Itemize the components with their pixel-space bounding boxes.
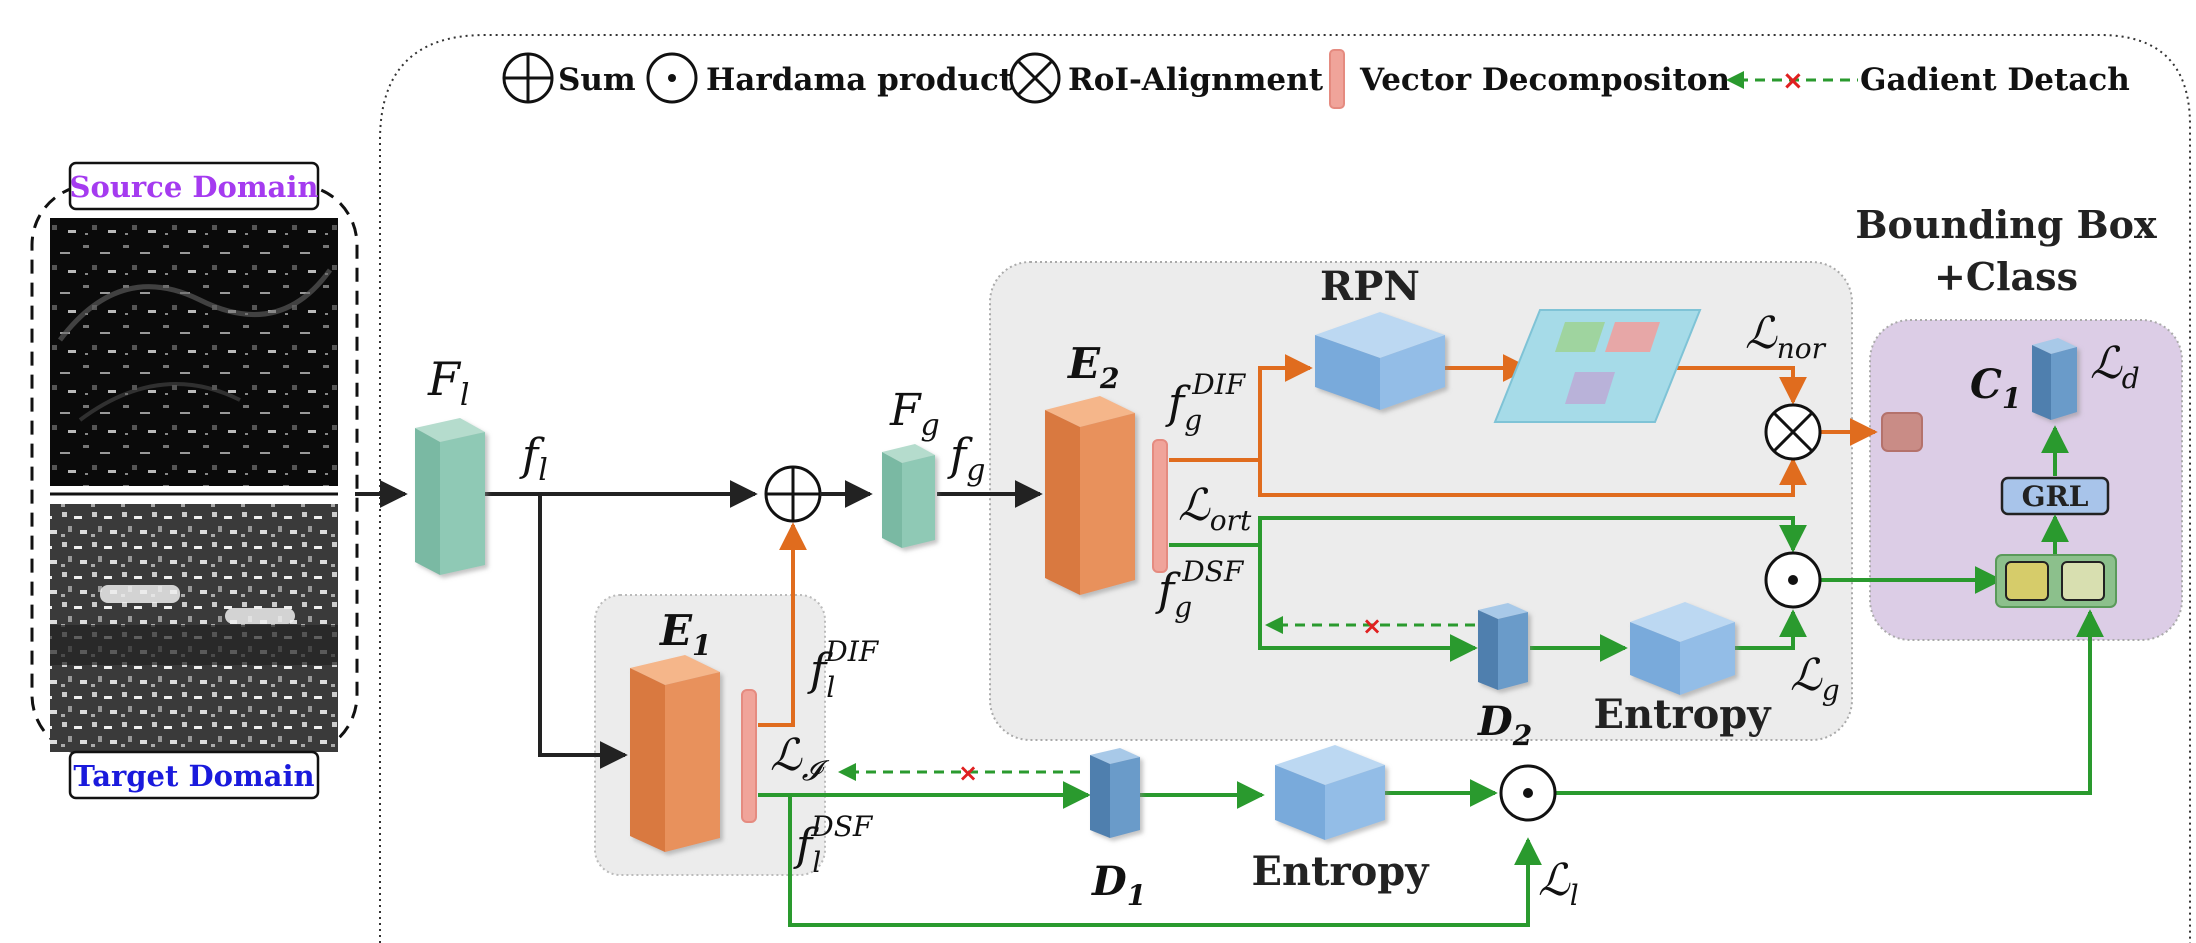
svg-text:×: ×	[1362, 612, 1382, 640]
c1-label: C1	[1970, 361, 2021, 415]
fl-dif-arrow	[758, 522, 807, 727]
fg-block	[882, 444, 935, 548]
roi-feature	[1881, 412, 1923, 452]
hadamard-icon	[646, 52, 698, 104]
roi-align-icon	[1009, 52, 1061, 104]
legend-sum-label: Sum	[558, 62, 636, 98]
fl-block	[415, 418, 485, 575]
legend-vector-label: Vector Decompositon	[1359, 62, 1730, 98]
grl-box	[2000, 476, 2110, 516]
sum-node	[764, 465, 822, 523]
l-ort-label: ℒort	[1178, 480, 1252, 537]
sum-icon	[502, 52, 554, 104]
gradient-detach-icon: ×	[1726, 66, 1858, 96]
fl-dif-label: flDIF	[807, 635, 880, 704]
l-d-label: ℒd	[2090, 338, 2140, 395]
target-domain-label: Target Domain	[73, 759, 314, 793]
fl-feature-label: fl	[519, 430, 548, 488]
legend: Sum Hardama product RoI-Alignment Vector…	[502, 49, 2130, 109]
hadamard-g-node	[1764, 551, 1822, 609]
d1-label: D1	[1091, 858, 1146, 912]
entropy2-block	[1630, 602, 1735, 695]
source-domain-image	[50, 218, 338, 486]
source-domain-label: Source Domain	[70, 170, 319, 204]
local-feature	[2061, 561, 2105, 601]
e1-vector-decomposition	[741, 689, 757, 823]
fg-dsf-path	[1169, 516, 2003, 662]
hadamard-l-node	[1499, 764, 1557, 822]
entropy1-block	[1275, 745, 1385, 840]
e2-vector-decomposition	[1152, 439, 1168, 573]
e2-block	[1045, 396, 1135, 595]
l-nor-label: ℒnor	[1745, 308, 1827, 365]
entropy1-label: Entropy	[1251, 848, 1430, 895]
svg-text:×: ×	[1782, 66, 1804, 96]
fg-dsf-label: fgDSF	[1155, 555, 1245, 624]
e1-label: E1	[659, 606, 712, 662]
l-l-label: ℒl	[1538, 855, 1579, 912]
vector-decomposition-icon	[1329, 49, 1345, 109]
grl-label: GRL	[2022, 480, 2089, 513]
e2-label: E2	[1067, 339, 1120, 395]
legend-detach-label: Gadient Detach	[1860, 62, 2130, 98]
fg-label: Fg	[889, 385, 940, 443]
bbox-label-line1: Bounding Box	[1855, 202, 2157, 247]
legend-hadamard-label: Hardama product	[706, 62, 1014, 98]
bbox-label-line2: +Class	[1934, 254, 2078, 299]
d2-label: D2	[1477, 698, 1532, 752]
global-feature	[2005, 561, 2049, 601]
framework-boundary	[379, 34, 2191, 943]
fg-feature-label: fg	[947, 430, 986, 488]
fg-dif-path	[1169, 354, 1878, 497]
roi-align-node	[1764, 403, 1822, 461]
entropy2-label: Entropy	[1593, 691, 1772, 738]
d1-block	[1090, 748, 1140, 838]
domain-images: Source Domain Target Domain	[30, 161, 359, 800]
e1-block	[630, 655, 720, 852]
rpn-label: RPN	[1320, 263, 1420, 310]
d2-block	[1478, 603, 1528, 690]
fl-label: Fl	[427, 352, 470, 413]
rpn-block	[1315, 312, 1445, 410]
fl-dsf-label: flDSF	[793, 810, 874, 879]
fl-dsf-path	[758, 609, 2104, 927]
l-g-label: ℒg	[1790, 650, 1840, 707]
proposal-plane	[1493, 309, 1702, 423]
svg-text:×: ×	[958, 759, 978, 787]
l-i-label: ℒ𝓘	[770, 730, 830, 787]
fg-dif-label: fgDIF	[1165, 368, 1247, 437]
legend-roi-label: RoI-Alignment	[1068, 62, 1324, 98]
main-path	[355, 480, 1043, 769]
c1-block	[2032, 338, 2077, 420]
